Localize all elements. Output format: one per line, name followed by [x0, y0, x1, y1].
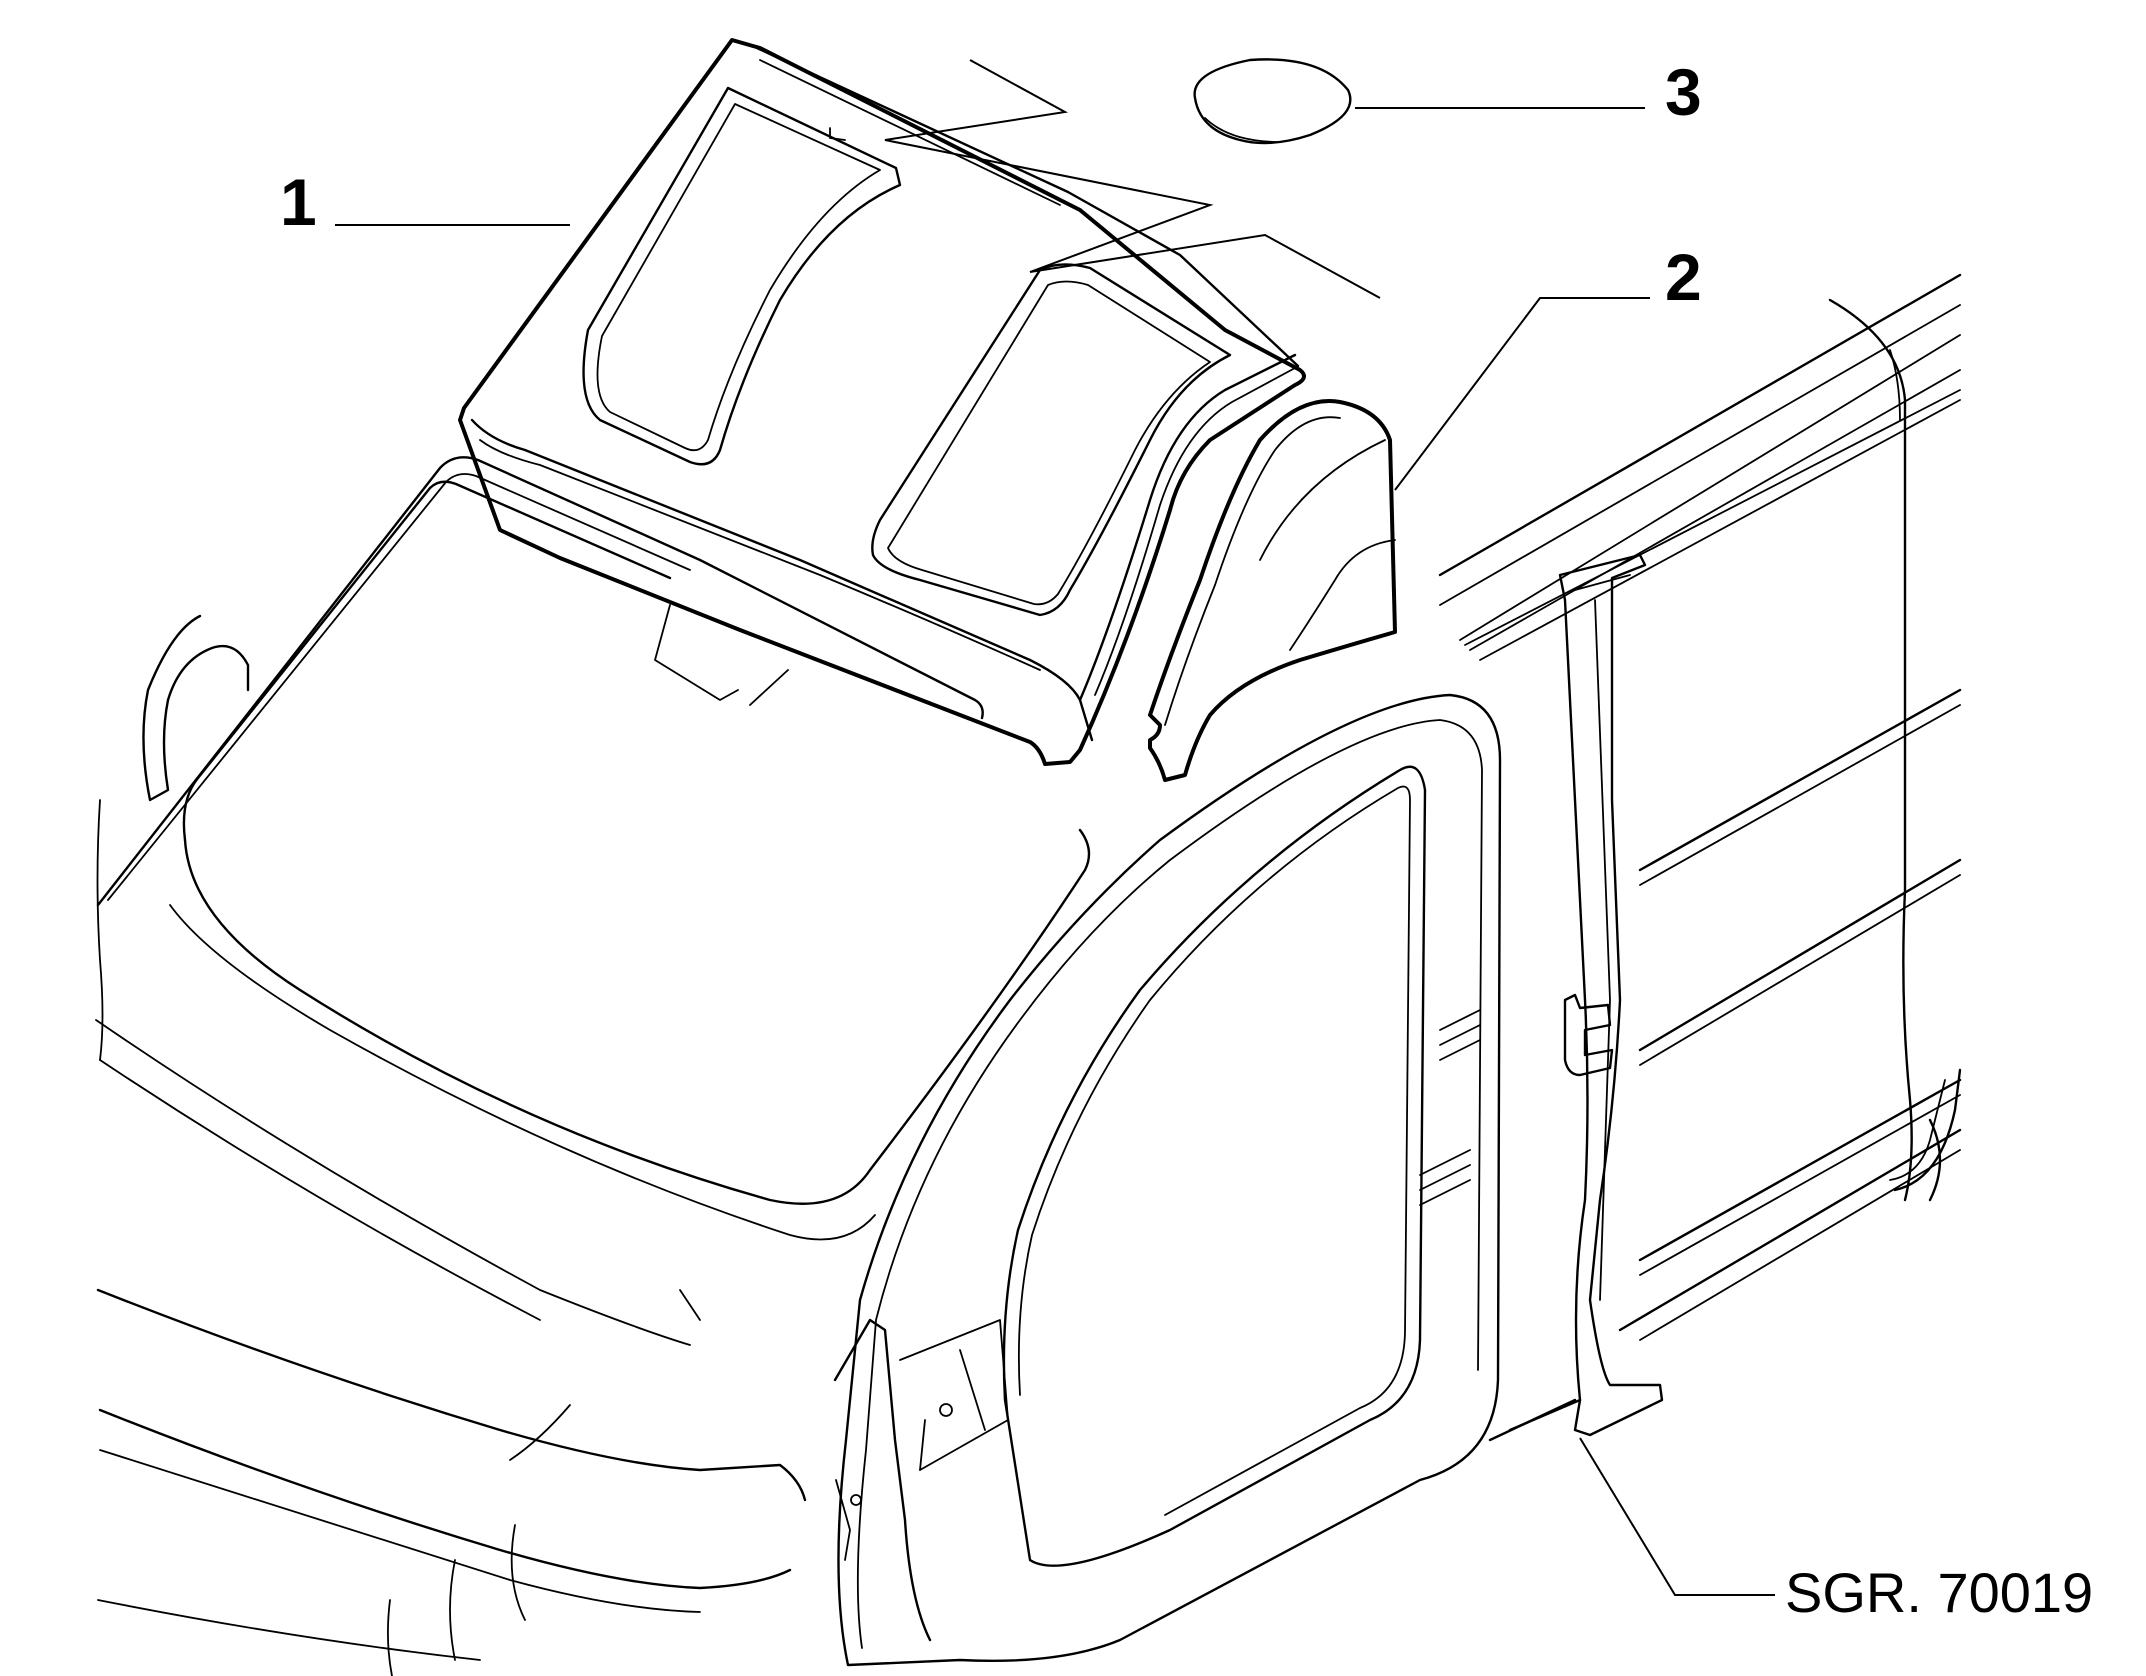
van-body-outline: [95, 273, 1962, 1676]
side-trim-part: [1148, 399, 1397, 782]
cap-part: [1193, 58, 1352, 145]
callout-3: 3: [1665, 55, 1702, 129]
drawing-reference: SGR. 70019: [1785, 1561, 2093, 1624]
callout-1: 1: [280, 165, 317, 239]
leader-lines: [335, 59, 1775, 1596]
roof-panel-part: [458, 38, 1306, 766]
callout-2: 2: [1665, 240, 1702, 314]
